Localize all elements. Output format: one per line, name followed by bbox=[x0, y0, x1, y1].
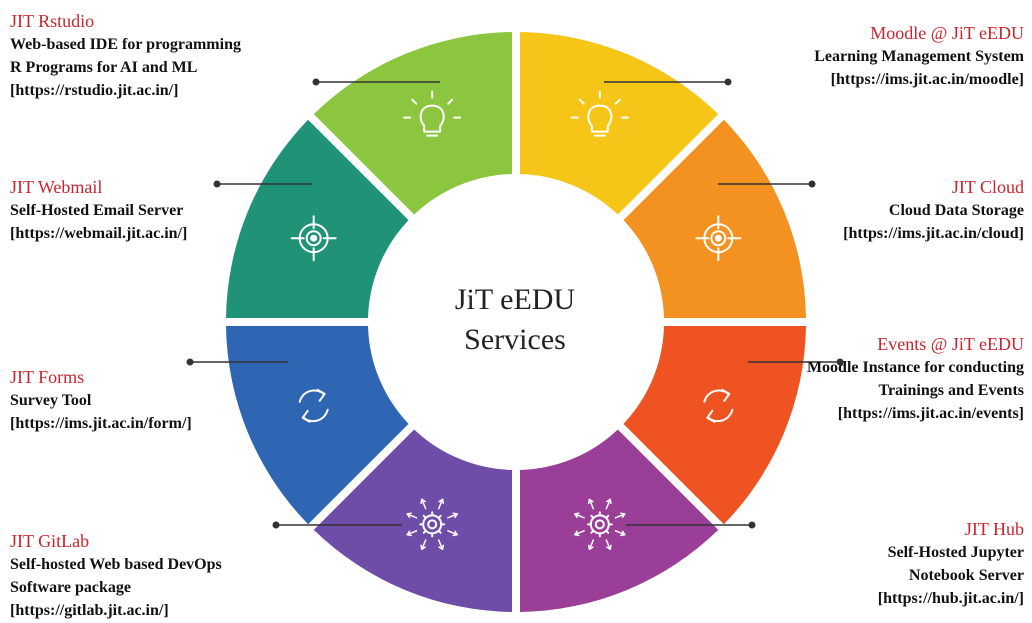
service-events-desc-2: Trainings and Events bbox=[878, 382, 1024, 399]
segment-hub bbox=[520, 429, 719, 612]
service-events-title: Events @ JiT eEDU bbox=[877, 334, 1024, 354]
service-forms-desc-1: Survey Tool bbox=[10, 392, 92, 409]
service-hub: JIT Hub Self-Hosted Jupyter Notebook Ser… bbox=[878, 518, 1024, 610]
service-webmail: JIT Webmail Self-Hosted Email Server [ht… bbox=[10, 176, 187, 245]
service-gitlab-url[interactable]: [https://gitlab.jit.ac.in/] bbox=[10, 602, 169, 619]
service-moodle-url[interactable]: [https://ims.jit.ac.in/moodle] bbox=[830, 71, 1024, 88]
lightbulb-icon bbox=[403, 90, 462, 137]
service-rstudio-url[interactable]: [https://rstudio.jit.ac.in/] bbox=[10, 82, 179, 99]
service-cloud: JIT Cloud Cloud Data Storage [https://im… bbox=[843, 176, 1024, 245]
segment-moodle bbox=[520, 32, 719, 215]
segment-cloud bbox=[623, 119, 806, 319]
service-moodle-desc-1: Learning Management System bbox=[814, 48, 1024, 65]
service-webmail-desc-1: Self-Hosted Email Server bbox=[10, 202, 184, 219]
connector-dot-events bbox=[836, 358, 844, 366]
lightbulb-icon bbox=[570, 90, 629, 137]
service-gitlab-desc-1: Self-hosted Web based DevOps bbox=[10, 556, 222, 573]
refresh-icon bbox=[703, 388, 734, 423]
service-cloud-title: JIT Cloud bbox=[951, 177, 1024, 197]
gear-arrows-icon bbox=[574, 498, 626, 551]
service-rstudio-desc-2: R Programs for AI and ML bbox=[10, 59, 198, 76]
segment-events bbox=[623, 326, 806, 525]
center-title: JiT eEDU Services bbox=[400, 280, 630, 360]
center-title-line2: Services bbox=[464, 323, 566, 356]
service-webmail-title: JIT Webmail bbox=[10, 177, 103, 197]
center-title-line1: JiT eEDU bbox=[454, 283, 576, 316]
service-rstudio-desc-1: Web-based IDE for programming bbox=[10, 36, 241, 53]
service-hub-desc-1: Self-Hosted Jupyter bbox=[887, 544, 1024, 561]
service-cloud-desc-1: Cloud Data Storage bbox=[888, 202, 1024, 219]
connector-dot-hub bbox=[748, 521, 756, 529]
service-gitlab-title: JIT GitLab bbox=[10, 531, 90, 551]
service-gitlab-desc-2: Software package bbox=[10, 579, 132, 596]
service-rstudio: JIT Rstudio Web-based IDE for programmin… bbox=[10, 10, 241, 102]
connector-dot-moodle bbox=[724, 78, 732, 86]
service-rstudio-title: JIT Rstudio bbox=[10, 11, 95, 31]
connector-dot-forms bbox=[186, 358, 194, 366]
service-hub-title: JIT Hub bbox=[964, 519, 1024, 539]
service-moodle-title: Moodle @ JiT eEDU bbox=[870, 23, 1024, 43]
service-gitlab: JIT GitLab Self-hosted Web based DevOps … bbox=[10, 530, 222, 622]
service-hub-desc-2: Notebook Server bbox=[908, 567, 1024, 584]
refresh-icon bbox=[298, 388, 329, 423]
service-forms: JIT Forms Survey Tool [https://ims.jit.a… bbox=[10, 366, 192, 435]
service-webmail-url[interactable]: [https://webmail.jit.ac.in/] bbox=[10, 225, 188, 242]
connector-dot-rstudio bbox=[312, 78, 320, 86]
connector-dot-cloud bbox=[808, 180, 816, 188]
connector-dot-gitlab bbox=[272, 521, 280, 529]
segment-gitlab bbox=[313, 429, 512, 612]
service-moodle: Moodle @ JiT eEDU Learning Management Sy… bbox=[814, 22, 1024, 91]
service-forms-title: JIT Forms bbox=[10, 367, 85, 387]
target-icon bbox=[695, 215, 742, 262]
segment-forms bbox=[226, 326, 409, 525]
target-icon bbox=[290, 215, 337, 262]
connector-dot-webmail bbox=[213, 180, 221, 188]
service-cloud-url[interactable]: [https://ims.jit.ac.in/cloud] bbox=[843, 225, 1024, 242]
service-hub-url[interactable]: [https://hub.jit.ac.in/] bbox=[877, 590, 1024, 607]
segment-rstudio bbox=[313, 32, 512, 215]
service-events-url[interactable]: [https://ims.jit.ac.in/events] bbox=[837, 405, 1024, 422]
segment-webmail bbox=[226, 119, 409, 319]
service-events: Events @ JiT eEDU Moodle Instance for co… bbox=[807, 333, 1024, 425]
gear-arrows-icon bbox=[406, 498, 458, 551]
service-forms-url[interactable]: [https://ims.jit.ac.in/form/] bbox=[10, 415, 192, 432]
service-events-desc-1: Moodle Instance for conducting bbox=[806, 359, 1024, 376]
